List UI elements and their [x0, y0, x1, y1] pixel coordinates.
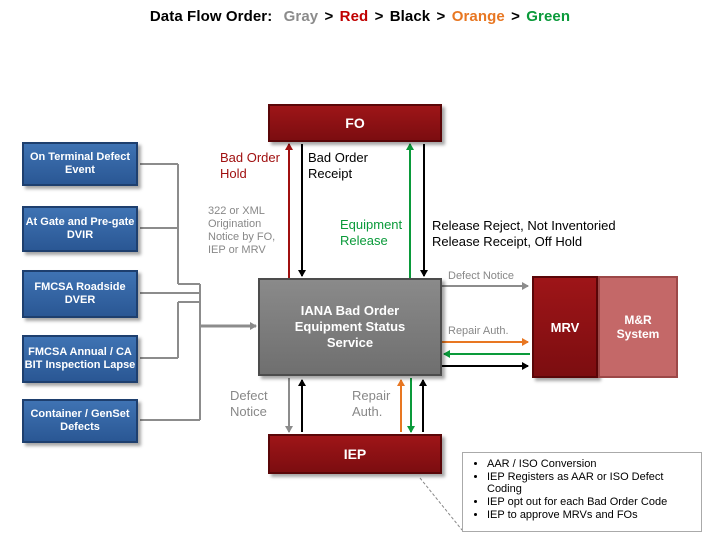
legend-sep: > [324, 8, 334, 25]
legend-black: Black [389, 8, 431, 25]
data-flow-order-legend: Data Flow Order: Gray > Red > Black > Or… [0, 8, 720, 25]
legend-sep: > [511, 8, 520, 25]
release-receipt-label: Release Receipt, Off Hold [432, 234, 583, 249]
source-gate-pre-gate-dvir: At Gate and Pre-gate DVIR [22, 206, 138, 252]
note-connector [419, 477, 463, 531]
legend-gray: Gray [283, 8, 319, 25]
source-fmcsa-annual-inspection-lapse: FMCSA Annual / CA BIT Inspection Lapse [22, 335, 138, 383]
legend-sep: > [436, 8, 446, 25]
legend-red: Red [339, 8, 369, 25]
iana-service-box: IANA Bad Order Equipment Status Service [258, 278, 442, 376]
origination-notice-label: 322 or XML Origination Notice by FO, IEP… [208, 205, 276, 256]
bad-order-receipt-label: Bad Order Receipt [308, 150, 368, 181]
note-item: AAR / ISO Conversion [487, 458, 693, 470]
defect-notice-iep-label: Defect Notice [230, 388, 268, 419]
note-item: IEP opt out for each Bad Order Code [487, 496, 693, 508]
repair-auth-iep-label: Repair Auth. [352, 388, 391, 419]
iep-notes-list: AAR / ISO Conversion IEP Registers as AA… [473, 458, 693, 521]
legend-orange: Orange [451, 8, 505, 25]
mrv-box: MRV [532, 276, 598, 378]
fo-box: FO [268, 104, 442, 142]
note-item: IEP to approve MRVs and FOs [487, 509, 693, 521]
iep-box: IEP [268, 434, 442, 474]
defect-notice-mrv-label: Defect Notice [448, 270, 515, 282]
equipment-release-label: Equipment Release [340, 217, 403, 248]
repair-auth-mrv-label: Repair Auth. [448, 325, 509, 337]
iep-notes-box: AAR / ISO Conversion IEP Registers as AA… [462, 452, 702, 532]
mr-system-box: M&R System [598, 276, 678, 378]
release-reject-label: Release Reject, Not Inventoried [432, 218, 616, 233]
source-container-genset-defects: Container / GenSet Defects [22, 399, 138, 443]
bad-order-hold-label: Bad Order Hold [220, 150, 280, 181]
legend-sep: > [374, 8, 384, 25]
note-item: IEP Registers as AAR or ISO Defect Codin… [487, 471, 693, 495]
source-fmcsa-roadside-dver: FMCSA Roadside DVER [22, 270, 138, 318]
source-on-terminal-defect-event: On Terminal Defect Event [22, 142, 138, 186]
legend-label: Data Flow Order: [149, 8, 273, 25]
legend-green: Green [526, 8, 571, 25]
